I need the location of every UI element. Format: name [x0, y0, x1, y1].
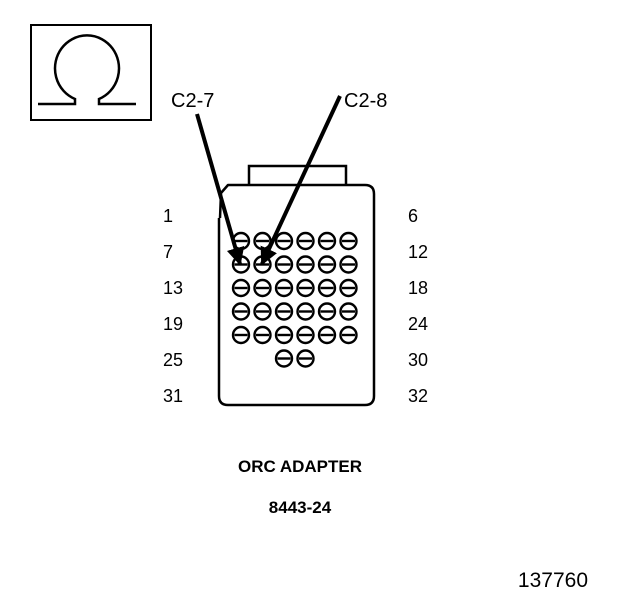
terminal-circle-icon [296, 278, 315, 298]
terminal-circle-icon [317, 231, 337, 251]
pin-label-25: 25 [163, 350, 183, 370]
terminal-circle-icon [339, 278, 358, 298]
terminal-circle-icon [231, 325, 251, 345]
terminal-circle-icon [339, 302, 358, 321]
pin-label-31: 31 [163, 386, 183, 406]
pin-label-30: 30 [408, 350, 428, 370]
pin-label-18: 18 [408, 278, 428, 298]
terminal-circle-icon [253, 278, 272, 298]
terminal-circle-icon [317, 255, 337, 274]
terminal-circle-icon [296, 302, 315, 321]
pin-label-13: 13 [163, 278, 183, 298]
terminal-circle-icon [274, 278, 294, 298]
terminal-circle-icon [253, 302, 272, 321]
terminal-circle-icon [274, 255, 294, 274]
terminal-circle-icon [231, 278, 251, 298]
connector-body [217, 164, 376, 407]
terminal-circle-icon [274, 325, 294, 345]
pin-label-7: 7 [163, 242, 173, 262]
pin-label-19: 19 [163, 314, 183, 334]
terminal-circle-icon [274, 349, 294, 368]
callout-c2-8: C2-8 [344, 90, 387, 112]
terminal-circle-icon [339, 255, 358, 274]
terminal-circle-icon [296, 349, 315, 368]
terminal-circle-icon [317, 302, 337, 321]
ohm-icon [38, 34, 136, 106]
terminal-circle-icon [231, 255, 251, 274]
pin-label-12: 12 [408, 242, 428, 262]
terminal-circle-icon [253, 325, 272, 345]
terminal-circle-icon [339, 231, 358, 251]
terminal-circle-icon [231, 302, 251, 321]
left-pin-labels: 1 7 13 19 25 31 [163, 206, 183, 406]
pin-label-32: 32 [408, 386, 428, 406]
terminal-circle-icon [274, 231, 294, 251]
pin-label-1: 1 [163, 206, 173, 226]
adapter-title: ORC ADAPTER [238, 457, 362, 476]
arrow-c2-8 [260, 95, 342, 266]
pin-label-24: 24 [408, 314, 428, 334]
ohm-legend-box [30, 24, 152, 121]
pin-label-6: 6 [408, 206, 418, 226]
right-pin-labels: 6 12 18 24 30 32 [408, 206, 428, 406]
terminal-circle-icon [296, 231, 315, 251]
terminal-circle-icon [339, 325, 358, 345]
callout-c2-7: C2-7 [171, 90, 214, 112]
terminal-circle-icon [296, 255, 315, 274]
terminal-circle-icon [274, 302, 294, 321]
arrow-c2-7 [195, 113, 245, 266]
terminal-circle-icon [296, 325, 315, 345]
figure-id: 137760 [518, 569, 588, 592]
terminal-circle-icon [317, 325, 337, 345]
terminal-circle-icon [317, 278, 337, 298]
adapter-part-number: 8443-24 [269, 498, 332, 517]
pin-grid [231, 231, 358, 368]
